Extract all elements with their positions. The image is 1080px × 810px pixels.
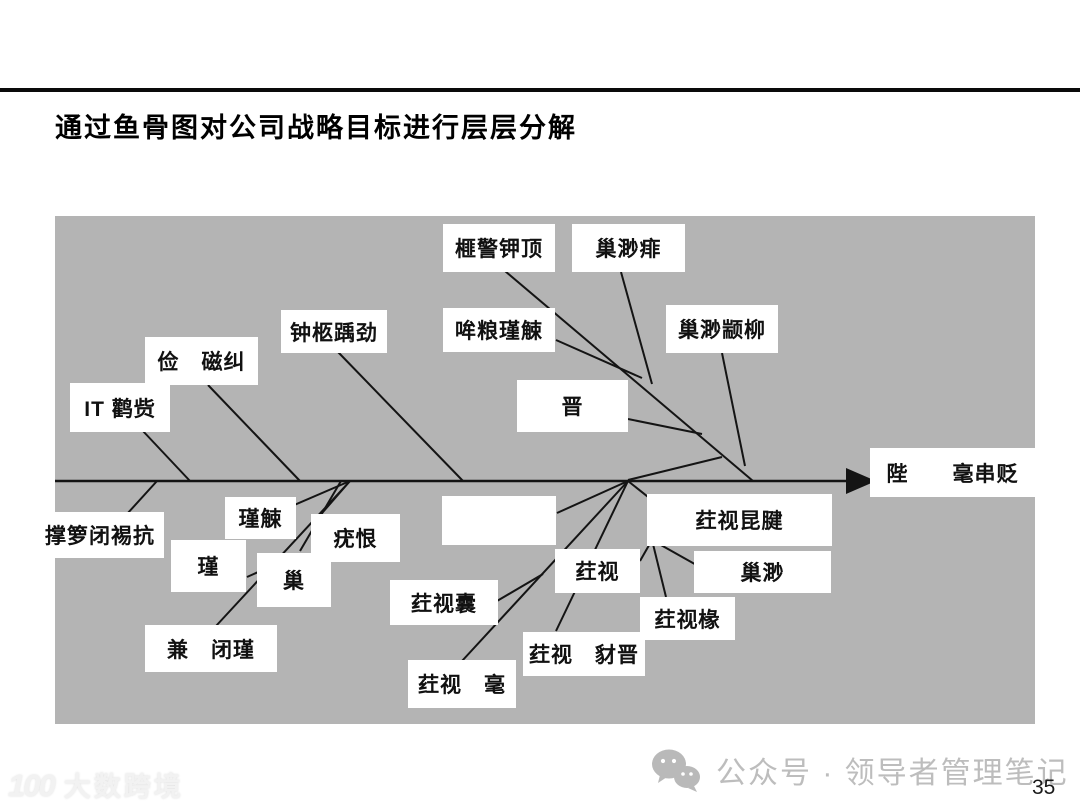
fishbone-box-b10: 撑箩闭裼抗 [36, 512, 164, 558]
fishbone-box-b21: 荭视昆腱 [647, 494, 832, 546]
watermark: 公众号 · 领导者管理笔记 [650, 745, 1069, 795]
wechat-icon [652, 749, 700, 792]
fishbone-box-b19: 荭视 [555, 549, 640, 593]
fishbone-box-b6: 俭 磁纠 [145, 337, 258, 385]
title-divider-line [0, 88, 1080, 92]
fishbone-box-b3: 钟柩踽劲 [281, 310, 387, 353]
logo-text: 大数跨境 [63, 772, 184, 802]
fishbone-box-b23 [442, 496, 556, 545]
page-title: 通过鱼骨图对公司战略目标进行层层分解 [55, 113, 577, 143]
logo-badge: 100 [8, 768, 56, 803]
fishbone-box-b9: 陛 毫串贬 [870, 448, 1035, 497]
fishbone-box-b7: IT 鹳赀 [70, 383, 170, 432]
fishbone-box-b20: 荭视椽 [640, 597, 735, 640]
page-number: 35 [1032, 776, 1056, 799]
fishbone-box-b18: 荭视 豺晋 [523, 632, 645, 676]
fishbone-box-b4: 哞粮瑾觫 [443, 308, 555, 352]
corner-logo: 100 大数跨境 [8, 765, 184, 804]
fishbone-box-b15: 兼 闭瑾 [145, 625, 277, 672]
fishbone-box-b1: 榧警钾顶 [443, 224, 555, 272]
fishbone-box-b22: 巢渺 [694, 551, 831, 593]
fishbone-box-b11: 瑾觫 [225, 497, 296, 539]
watermark-text: 公众号 · 领导者管理笔记 [716, 757, 1069, 790]
fishbone-box-b16: 荭视囊 [390, 580, 498, 625]
fishbone-box-b2: 巢渺痱 [572, 224, 685, 272]
fishbone-box-b17: 荭视 毫 [408, 660, 516, 708]
fishbone-box-b14: 巢 [257, 553, 331, 607]
fishbone-box-b13: 瑾 [171, 540, 246, 592]
fishbone-box-b8: 晋 [517, 380, 628, 432]
fishbone-arrowhead [846, 468, 876, 494]
fishbone-box-b5: 巢渺颛柳 [666, 305, 778, 353]
